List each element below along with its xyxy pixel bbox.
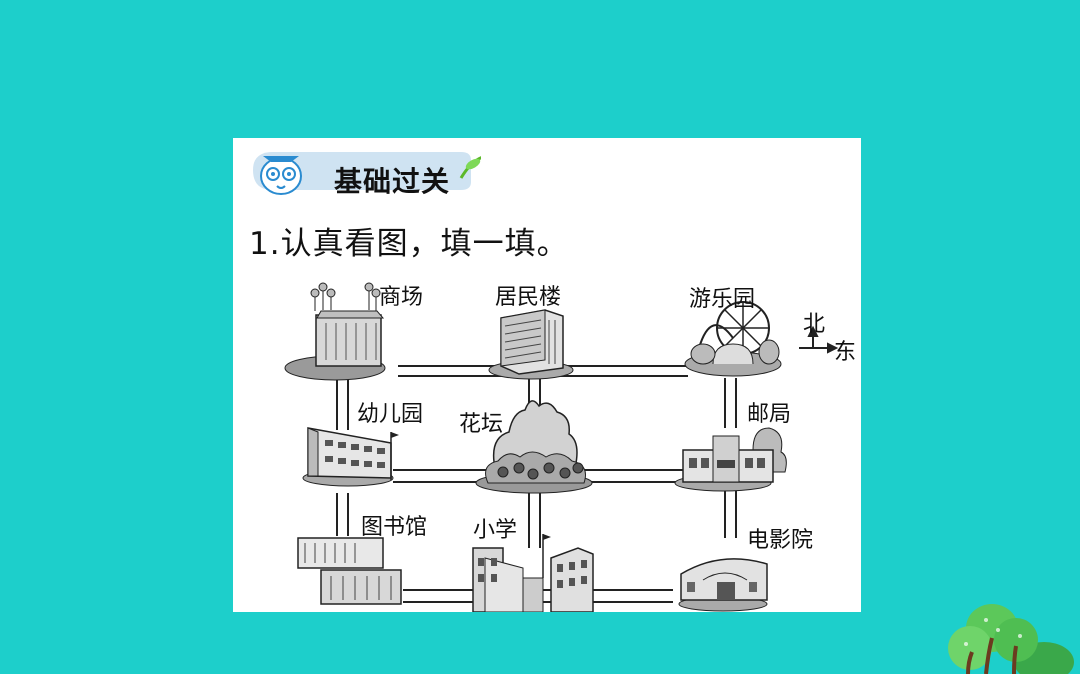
label-amusement-park: 游乐园 [689,287,756,312]
owl-mascot-icon [260,156,302,195]
label-primary-school: 小学 [473,518,518,543]
label-cinema: 电影院 [747,528,814,553]
compass-arrows [799,325,839,354]
kindergarten-building [302,427,399,487]
primary-school-building [472,534,594,612]
label-mall: 商场 [379,285,424,310]
amusement-park [684,301,782,377]
section-banner: 基础过关 [249,150,488,198]
mall-building [284,282,386,381]
tree-decoration-icon [948,604,1074,674]
label-post-office: 邮局 [747,402,792,427]
label-library: 图书馆 [361,515,428,540]
label-kindergarten: 幼儿园 [357,402,424,427]
cinema-building [678,558,768,612]
question-text: 1.认真看图，填一填。 [249,226,569,262]
library-building [297,537,402,605]
worksheet-card: 基础过关 1.认真看图，填一填。 商场 居民楼 游乐园 幼儿园 花坛 邮局 图书… [233,138,861,612]
section-title: 基础过关 [334,165,451,198]
label-residential: 居民楼 [495,285,562,310]
residential-building [488,309,574,380]
compass-east-label: 东 [834,340,857,365]
flower-bed [475,400,593,494]
map-illustration [284,282,839,612]
label-flower-bed: 花坛 [459,412,504,437]
post-office-building [674,427,787,492]
compass-north-label: 北 [803,312,826,337]
